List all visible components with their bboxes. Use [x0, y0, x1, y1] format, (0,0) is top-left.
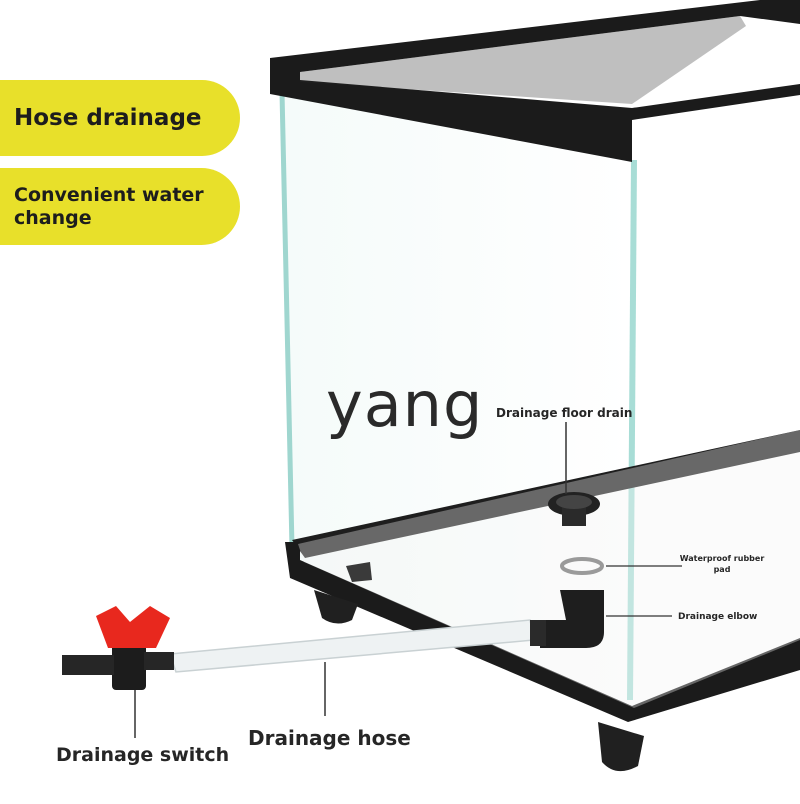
feature-pill-hose-drainage: Hose drainage [0, 80, 240, 156]
bottom-back-rail [292, 430, 800, 558]
bottom-frame-top-face [298, 430, 800, 708]
feature-pill-water-change: Convenient water change [0, 168, 240, 245]
rubber-pad-ring [560, 557, 604, 575]
valve-body [112, 636, 146, 690]
callout-hose: Drainage hose [248, 726, 411, 750]
drainage-elbow [540, 590, 604, 648]
callout-rubber-pad: Waterproof rubber pad [679, 554, 765, 574]
valve-right-barb [144, 652, 174, 670]
floor-drain-grate [556, 495, 592, 509]
callout-switch: Drainage switch [56, 744, 230, 766]
top-frame-opening [300, 16, 800, 108]
glass-side-panel [282, 92, 632, 708]
foot-left [314, 590, 358, 624]
foot-back [346, 562, 372, 582]
foot-front [598, 722, 644, 772]
floor-drain-body [562, 504, 586, 526]
glass-edge-front [627, 159, 637, 701]
valve-handle [96, 606, 170, 648]
watermark-text: yang [326, 368, 484, 441]
feature-hose-drainage-text: Hose drainage [14, 105, 202, 131]
feature-water-change-text: Convenient water change [14, 183, 204, 229]
glass-edge-left [279, 91, 295, 549]
callout-elbow: Drainage elbow [678, 612, 758, 622]
valve-left-barb [62, 655, 114, 675]
top-frame-inner [300, 16, 746, 104]
elbow-nozzle [530, 620, 546, 646]
callout-floor-drain: Drainage floor drain [496, 406, 633, 420]
